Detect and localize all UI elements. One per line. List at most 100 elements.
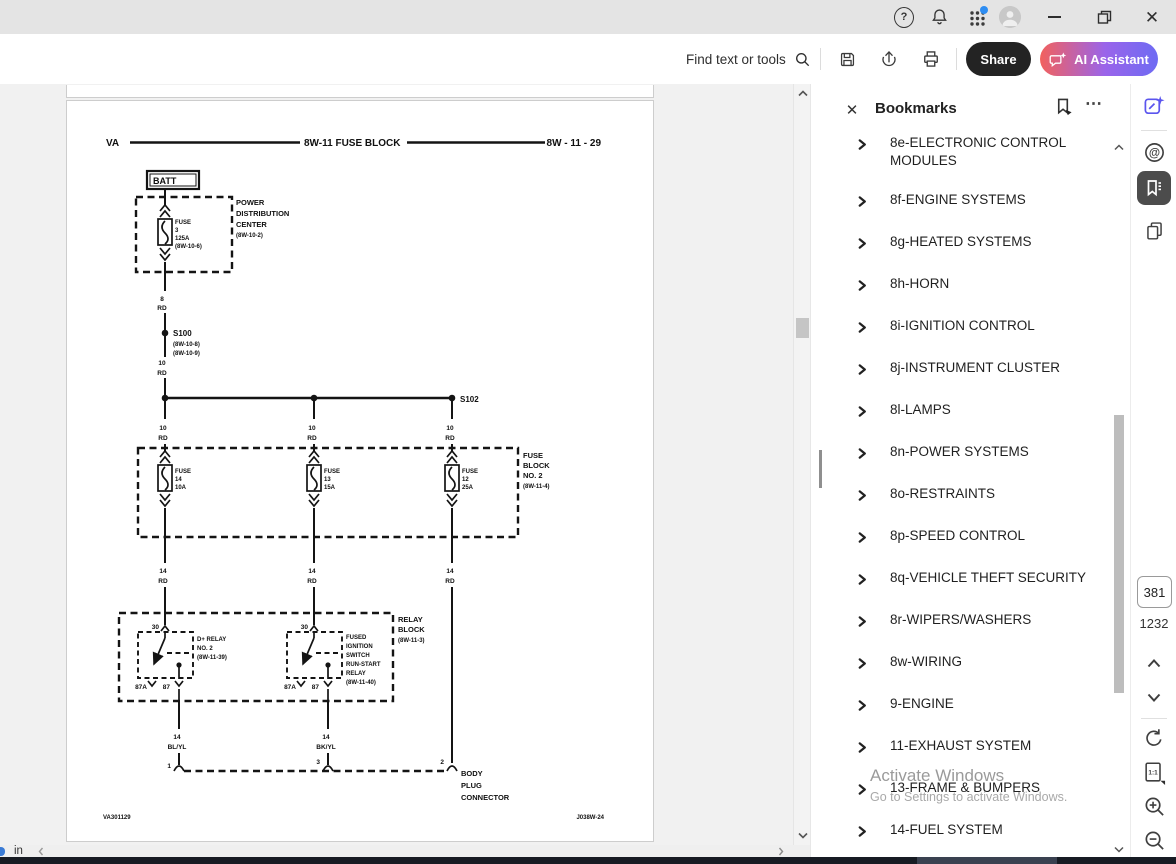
bookmark-item-label: 14-FUEL SYSTEM [890, 821, 1003, 837]
zoom-in-button[interactable] [1131, 792, 1176, 820]
bookmark-item[interactable]: 8q-VEHICLE THEFT SECURITY [841, 569, 1107, 590]
svg-text:1:1: 1:1 [1148, 769, 1158, 776]
bookmark-item[interactable]: 14-FUEL SYSTEM [841, 821, 1107, 842]
title-bar: ? [0, 0, 1176, 34]
print-button[interactable] [915, 43, 947, 75]
scroll-left-arrow-icon[interactable] [34, 845, 48, 858]
document-canvas[interactable]: VA 8W-11 FUSE BLOCK 8W - 11 - 29 BATT PO… [0, 84, 810, 845]
scroll-down-arrow-icon[interactable] [794, 828, 811, 842]
panel-resize-handle[interactable] [819, 450, 822, 488]
svg-text:FUSE: FUSE [175, 469, 191, 475]
actual-size-button[interactable]: 1:1 [1131, 758, 1176, 786]
panel-close-button[interactable]: ✕ [841, 99, 863, 121]
svg-text:FUSE: FUSE [175, 220, 191, 226]
current-page-input[interactable]: 381 [1137, 576, 1172, 608]
bookmark-item[interactable]: 8i-IGNITION CONTROL [841, 317, 1107, 338]
annotations-button[interactable]: @ [1131, 139, 1176, 165]
bookmark-item[interactable]: 8w-WIRING [841, 653, 1107, 674]
zoom-in-icon [1144, 796, 1164, 816]
apps-grid-button[interactable] [965, 0, 989, 34]
bookmark-item-label: 8n-POWER SYSTEMS [890, 443, 1029, 459]
bookmark-item[interactable]: 11-EXHAUST SYSTEM [841, 737, 1107, 758]
bookmark-item[interactable]: 8n-POWER SYSTEMS [841, 443, 1107, 464]
minimize-icon [1047, 16, 1061, 18]
svg-text:IGNITION: IGNITION [346, 644, 373, 650]
bookmark-item[interactable]: 8r-WIPERS/WASHERS [841, 611, 1107, 632]
account-button[interactable] [999, 0, 1021, 34]
chevron-right-icon[interactable] [857, 488, 868, 506]
bookmark-item[interactable]: 8e-ELECTRONIC CONTROL MODULES [841, 134, 1107, 170]
next-page-button[interactable] [1131, 686, 1176, 708]
scroll-right-arrow-icon[interactable] [774, 845, 788, 858]
ai-tools-button[interactable] [1131, 92, 1176, 120]
chevron-right-icon[interactable] [857, 614, 868, 632]
chevron-right-icon[interactable] [857, 137, 868, 155]
minimize-button[interactable] [1041, 0, 1067, 34]
chevron-right-icon[interactable] [857, 278, 868, 296]
restore-button[interactable] [1091, 0, 1117, 34]
save-button[interactable] [831, 43, 863, 75]
page-thumbnails-button[interactable] [1131, 216, 1176, 244]
add-bookmark-button[interactable] [1054, 97, 1073, 122]
close-icon: ✕ [1144, 7, 1160, 27]
svg-text:S100: S100 [173, 329, 192, 338]
bookmark-item[interactable]: 8f-ENGINE SYSTEMS [841, 191, 1107, 212]
chevron-right-icon[interactable] [857, 698, 868, 716]
pdf-page[interactable]: VA 8W-11 FUSE BLOCK 8W - 11 - 29 BATT PO… [66, 100, 654, 842]
rotate-page-button[interactable] [1131, 724, 1176, 752]
svg-text:8W-11 FUSE BLOCK: 8W-11 FUSE BLOCK [304, 138, 401, 149]
bookmark-item[interactable]: 8j-INSTRUMENT CLUSTER [841, 359, 1107, 380]
chevron-right-icon[interactable] [857, 404, 868, 422]
scroll-up-arrow-icon[interactable] [1113, 142, 1125, 152]
bookmark-item[interactable]: 13-FRAME & BUMPERS [841, 779, 1107, 800]
svg-text:14: 14 [322, 734, 330, 741]
chevron-right-icon[interactable] [857, 320, 868, 338]
chevron-right-icon[interactable] [857, 824, 868, 842]
svg-text:3: 3 [316, 759, 320, 766]
share-button[interactable]: Share [966, 42, 1031, 76]
bookmark-item[interactable]: 8p-SPEED CONTROL [841, 527, 1107, 548]
svg-text:87A: 87A [135, 684, 147, 691]
bookmark-item[interactable]: 9-ENGINE [841, 695, 1107, 716]
svg-text:RD: RD [157, 370, 167, 377]
chevron-right-icon[interactable] [857, 782, 868, 800]
scroll-up-arrow-icon[interactable] [794, 86, 811, 100]
svg-text:13: 13 [324, 477, 331, 483]
chevron-right-icon[interactable] [857, 572, 868, 590]
panel-more-options-button[interactable]: ⋯ [1085, 94, 1103, 113]
zoom-out-button[interactable] [1131, 826, 1176, 854]
notifications-button[interactable] [928, 0, 950, 34]
bookmark-item[interactable]: 8g-HEATED SYSTEMS [841, 233, 1107, 254]
close-button[interactable]: ✕ [1139, 0, 1165, 34]
bookmark-item[interactable]: 8l-LAMPS [841, 401, 1107, 422]
chevron-right-icon[interactable] [857, 656, 868, 674]
chevron-right-icon[interactable] [857, 194, 868, 212]
upload-cloud-button[interactable] [873, 43, 905, 75]
chevron-down-icon [1147, 693, 1161, 702]
bookmark-item[interactable]: 8o-RESTRAINTS [841, 485, 1107, 506]
vertical-scroll-thumb[interactable] [796, 318, 809, 338]
chevron-right-icon[interactable] [857, 236, 868, 254]
svg-text:87: 87 [312, 684, 320, 691]
document-horizontal-scrollbar[interactable] [0, 845, 810, 858]
previous-page-button[interactable] [1131, 652, 1176, 674]
svg-text:RELAY: RELAY [398, 615, 423, 624]
bookmarks-scrollbar[interactable] [1111, 132, 1127, 857]
document-vertical-scrollbar[interactable] [793, 84, 811, 845]
svg-text:CENTER: CENTER [236, 220, 267, 229]
svg-text:FUSE: FUSE [462, 469, 478, 475]
chevron-right-icon[interactable] [857, 740, 868, 758]
bookmarks-tab-active[interactable] [1131, 170, 1176, 206]
bookmark-item-label: 8p-SPEED CONTROL [890, 527, 1026, 543]
chevron-right-icon[interactable] [857, 530, 868, 548]
chevron-right-icon[interactable] [857, 362, 868, 380]
bookmarks-scroll-thumb[interactable] [1114, 415, 1124, 693]
bookmark-item[interactable]: 8h-HORN [841, 275, 1107, 296]
scroll-down-arrow-icon[interactable] [1113, 844, 1125, 854]
help-button[interactable]: ? [894, 0, 914, 34]
svg-text:8W - 11 - 29: 8W - 11 - 29 [547, 138, 602, 149]
page-unit-label: in [14, 845, 23, 857]
ai-assistant-button[interactable]: AI Assistant [1040, 42, 1158, 76]
find-tools-button[interactable]: Find text or tools [686, 34, 811, 84]
chevron-right-icon[interactable] [857, 446, 868, 464]
